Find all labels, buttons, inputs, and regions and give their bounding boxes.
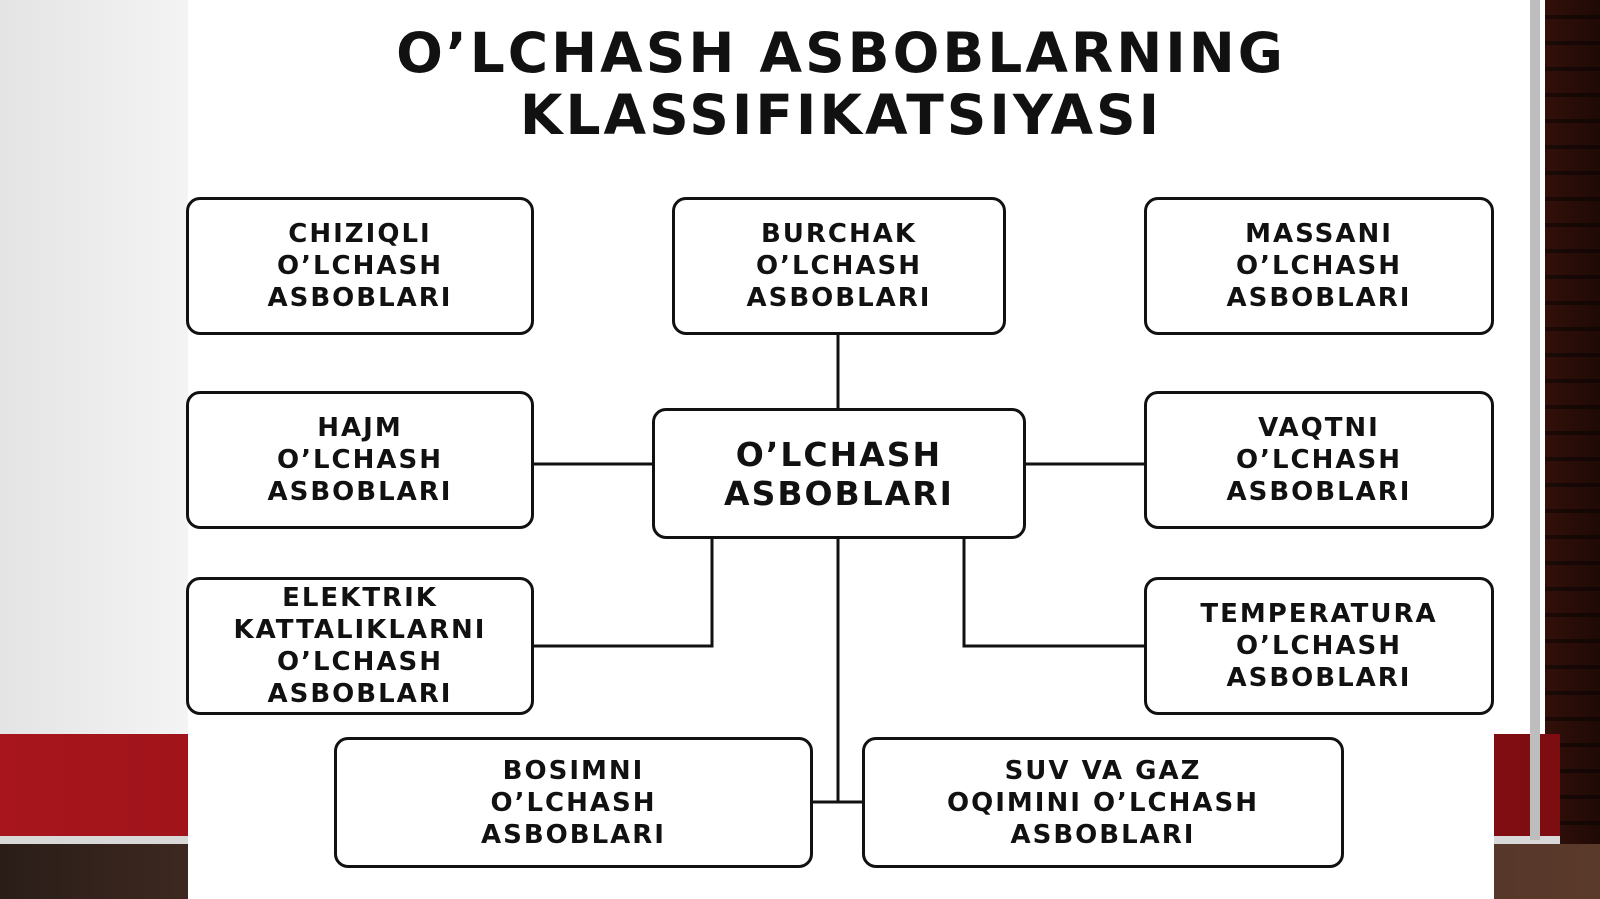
box-bosimni: BOSIMNI O’LCHASH ASBOBLARI bbox=[334, 737, 813, 868]
box-chiziqli-line: ASBOBLARI bbox=[267, 283, 453, 313]
box-burchak-line: O’LCHASH bbox=[756, 251, 922, 281]
box-bosimni-line: ASBOBLARI bbox=[481, 819, 666, 850]
box-elektrik-line: O’LCHASH bbox=[277, 647, 443, 677]
box-hajm-line: O’LCHASH bbox=[277, 445, 443, 475]
box-elektrik: ELEKTRIK KATTALIKLARNI O’LCHASH ASBOBLAR… bbox=[186, 577, 534, 715]
slide-frame-edge bbox=[1530, 0, 1540, 840]
box-chiziqli-line: CHIZIQLI bbox=[288, 219, 432, 249]
box-chiziqli-line: O’LCHASH bbox=[277, 251, 443, 281]
box-vaqtni-line: O’LCHASH bbox=[1236, 445, 1402, 475]
box-chiziqli: CHIZIQLI O’LCHASH ASBOBLARI bbox=[186, 197, 534, 335]
box-elektrik-line: ELEKTRIK bbox=[282, 583, 438, 613]
box-vaqtni-line: ASBOBLARI bbox=[1226, 477, 1412, 507]
box-center-olchash-asboblari: O’LCHASH ASBOBLARI bbox=[652, 408, 1026, 539]
box-massani: MASSANI O’LCHASH ASBOBLARI bbox=[1144, 197, 1494, 335]
box-elektrik-line: KATTALIKLARNI bbox=[233, 615, 487, 645]
box-burchak-line: ASBOBLARI bbox=[746, 283, 932, 313]
box-suv-line: OQIMINI O’LCHASH bbox=[947, 787, 1259, 818]
box-bosimni-line: O’LCHASH bbox=[490, 787, 657, 818]
box-suv-line: SUV VA GAZ bbox=[1004, 755, 1202, 786]
box-hajm: HAJM O’LCHASH ASBOBLARI bbox=[186, 391, 534, 529]
box-temperatura: TEMPERATURA O’LCHASH ASBOBLARI bbox=[1144, 577, 1494, 715]
box-temperatura-line: ASBOBLARI bbox=[1226, 663, 1412, 693]
box-massani-line: ASBOBLARI bbox=[1226, 283, 1412, 313]
center-line: ASBOBLARI bbox=[724, 473, 954, 513]
box-temperatura-line: O’LCHASH bbox=[1236, 631, 1402, 661]
box-burchak: BURCHAK O’LCHASH ASBOBLARI bbox=[672, 197, 1006, 335]
connector-temperatura bbox=[962, 538, 1145, 648]
connector-elektrik bbox=[533, 538, 714, 648]
box-vaqtni-line: VAQTNI bbox=[1258, 413, 1380, 443]
box-massani-line: MASSANI bbox=[1245, 219, 1393, 249]
box-temperatura-line: TEMPERATURA bbox=[1200, 599, 1438, 629]
title-line-1: O’LCHASH ASBOBLARNING bbox=[396, 21, 1286, 85]
box-suv-va-gaz: SUV VA GAZ OQIMINI O’LCHASH ASBOBLARI bbox=[862, 737, 1344, 868]
slide-title: O’LCHASH ASBOBLARNING KLASSIFIKATSIYASI bbox=[188, 22, 1494, 146]
box-bosimni-line: BOSIMNI bbox=[502, 755, 645, 786]
box-hajm-line: HAJM bbox=[317, 413, 403, 443]
box-elektrik-line: ASBOBLARI bbox=[267, 679, 453, 709]
box-burchak-line: BURCHAK bbox=[760, 219, 918, 249]
box-vaqtni: VAQTNI O’LCHASH ASBOBLARI bbox=[1144, 391, 1494, 529]
center-line: O’LCHASH bbox=[735, 434, 943, 474]
box-hajm-line: ASBOBLARI bbox=[267, 477, 453, 507]
box-suv-line: ASBOBLARI bbox=[1010, 819, 1196, 850]
title-line-2: KLASSIFIKATSIYASI bbox=[519, 83, 1163, 147]
box-massani-line: O’LCHASH bbox=[1236, 251, 1402, 281]
